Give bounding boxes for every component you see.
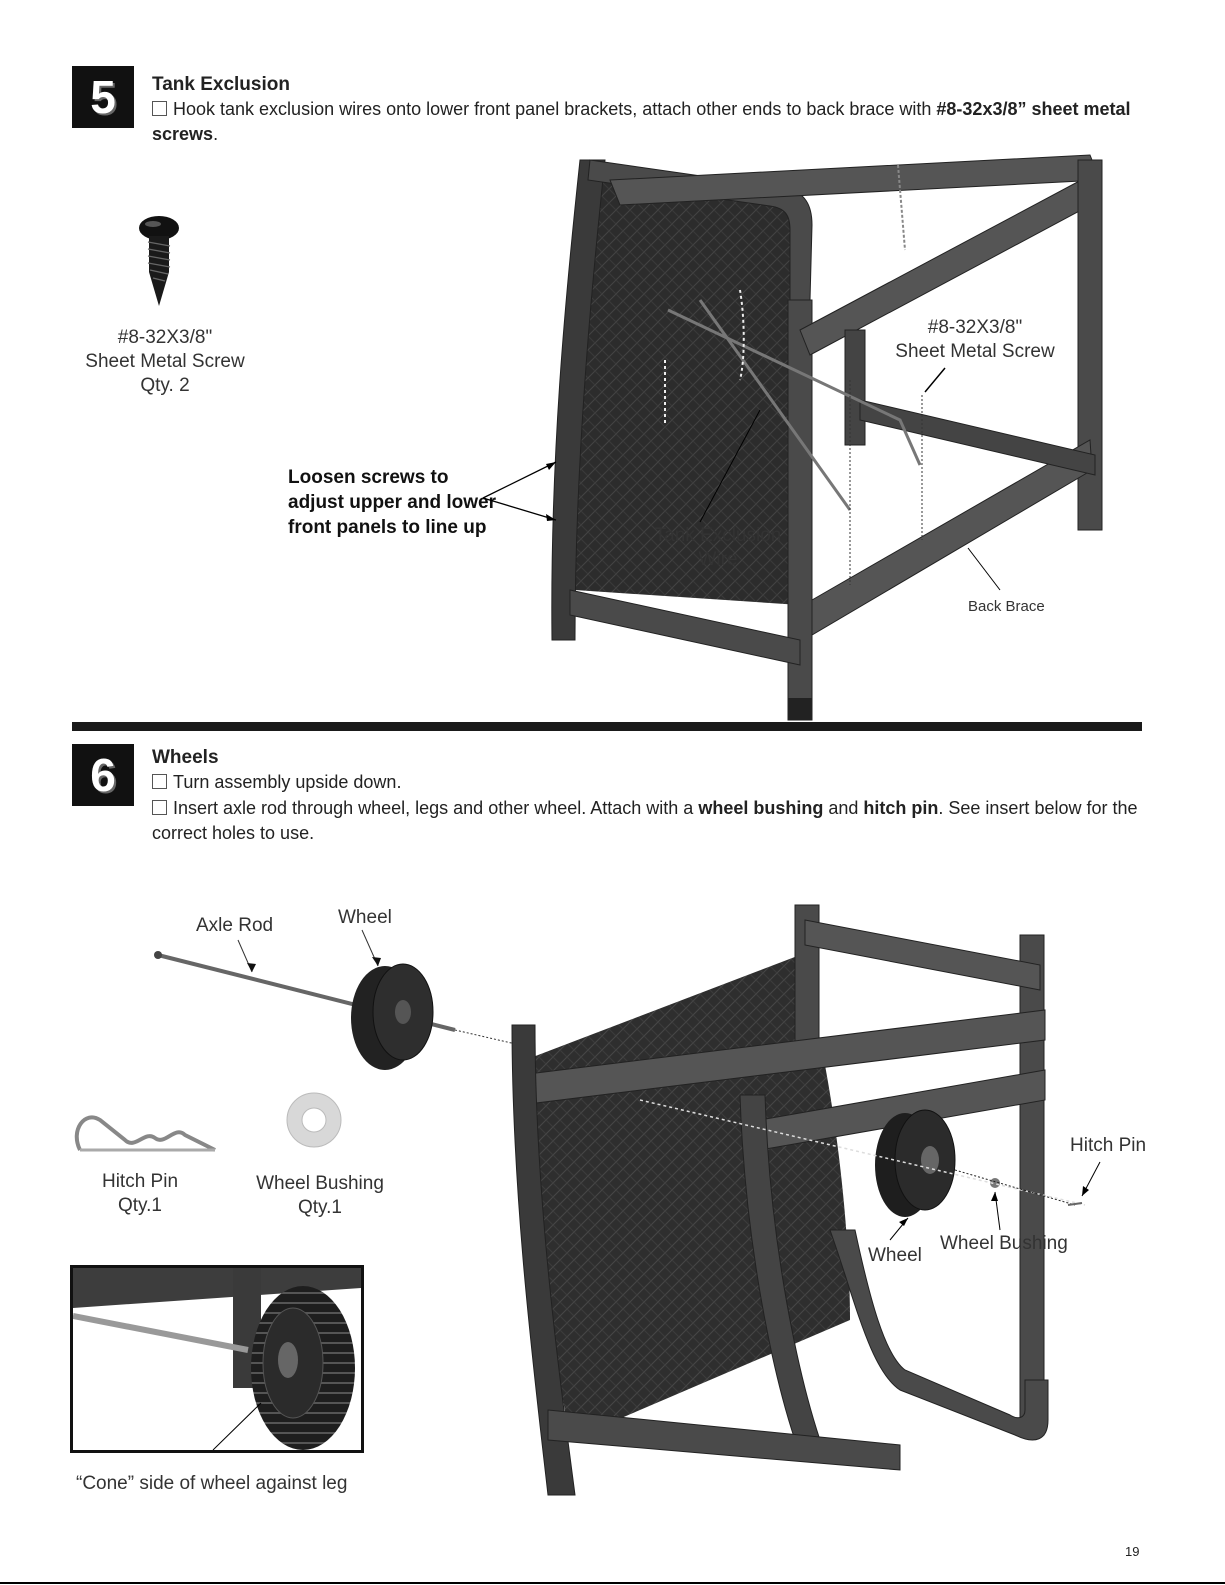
checkbox-icon [152,101,167,116]
checkbox-icon [152,800,167,815]
screw-part-label: #8-32X3/8" Sheet Metal Screw Qty. 2 [85,327,245,396]
wheel-inset-image [70,1265,364,1453]
tank-exclusion-wire-label: Tank Exclusion Wire [654,525,782,570]
step-number: 6 [90,749,116,801]
step-6-badge: 6 [72,744,134,806]
screw-callout-label: #8-32X3/8" Sheet Metal Screw [895,317,1055,362]
sheet-metal-screw-icon [139,216,179,306]
step-5-badge: 5 [72,66,134,128]
loosen-screws-callout: Loosen screws to adjust upper and lower … [288,467,496,538]
hitch-pin-callout-label: Hitch Pin [1070,1135,1147,1156]
back-brace-label: Back Brace [968,598,1045,615]
inset-caption: “Cone” side of wheel against leg [76,1473,348,1494]
section-divider [72,722,1142,731]
step-5-instruction: Hook tank exclusion wires onto lower fro… [152,99,1131,144]
wheel-bushing-part-label: Wheel Bushing Qty.1 [256,1173,384,1218]
step-5-assembly-diagram [482,154,1103,721]
step-5-title: Tank Exclusion [152,74,290,95]
step-6-title: Wheels [152,747,219,768]
wheel-callout-label: Wheel [868,1245,922,1266]
checkbox-icon [152,774,167,789]
step-6-instruction-2: Insert axle rod through wheel, legs and … [152,798,1138,843]
wheel-top-label: Wheel [338,907,392,928]
hitch-pin-part-label: Hitch Pin Qty.1 [101,1171,179,1216]
axle-rod-label: Axle Rod [196,915,274,936]
bottom-rule [0,1582,1225,1584]
page-number: 19 [1125,1544,1140,1559]
wheel-closeup-illustration [73,1268,361,1450]
step-6-instruction-1: Turn assembly upside down. [152,770,1142,795]
step-number: 5 [90,71,116,123]
wheel-bushing-callout-label: Wheel Bushing [940,1233,1068,1254]
